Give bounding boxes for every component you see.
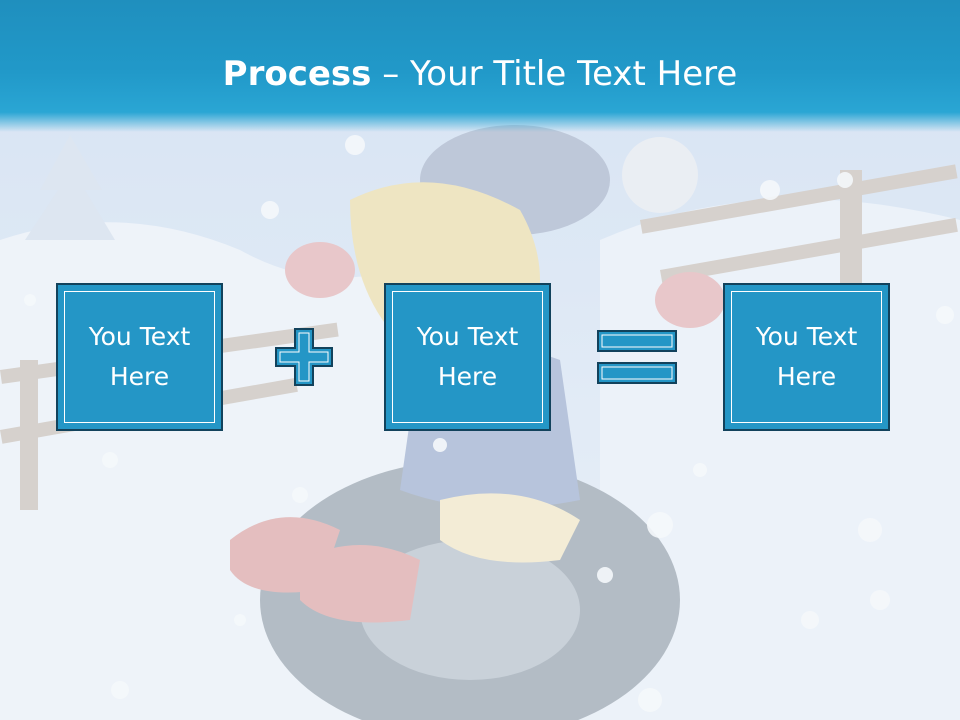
title-rest: Your Title Text Here — [410, 54, 738, 94]
equals-icon — [597, 330, 677, 384]
text-box-1-frame: You Text Here — [64, 291, 215, 423]
text-box-3-frame: You Text Here — [731, 291, 882, 423]
slide-title[interactable]: Process – Your Title Text Here — [0, 52, 960, 96]
text-box-2[interactable]: You Text Here — [384, 283, 551, 431]
title-bold: Process — [222, 54, 372, 94]
text-box-2-label: You Text Here — [416, 322, 519, 391]
text-box-3[interactable]: You Text Here — [723, 283, 890, 431]
text-box-1[interactable]: You Text Here — [56, 283, 223, 431]
title-dash: – — [371, 54, 411, 94]
plus-icon — [275, 328, 333, 386]
text-box-2-frame: You Text Here — [392, 291, 543, 423]
text-box-3-label: You Text Here — [755, 322, 858, 391]
text-box-1-label: You Text Here — [88, 322, 191, 391]
title-bar — [0, 0, 960, 132]
